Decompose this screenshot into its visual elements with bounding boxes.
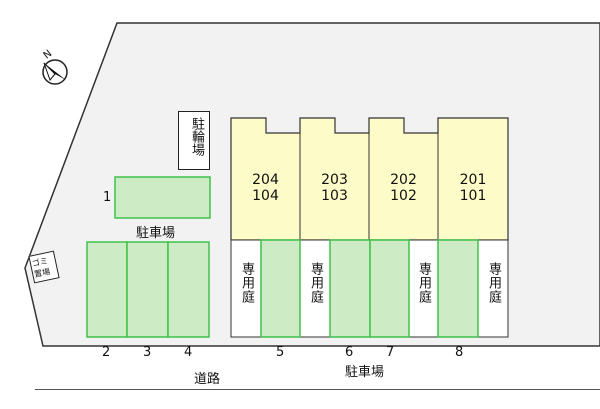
garbage-area-label: ゴミ置場 [31,256,51,280]
parking-space-1 [114,176,211,219]
parking-space-8 [437,239,479,338]
parking-space-6 [329,239,371,338]
parking-upper-label: 駐車場 [136,226,176,241]
parking-number-4: 4 [184,345,193,360]
garden-204 [230,239,262,338]
parking-number-2: 2 [102,345,111,360]
unit-203-103: 203 103 [300,172,369,204]
unit-204-104: 204 104 [231,172,300,204]
parking-space-2 [86,241,128,338]
unit-upper-number: 201 [459,172,487,188]
unit-upper-number: 204 [252,172,279,188]
parking-lower-label: 駐車場 [345,365,385,380]
garden-label-201: 専用庭 [486,262,501,304]
unit-lower-number: 102 [390,188,417,204]
garbage-area: ゴミ置場 [28,250,60,284]
parking-number-6: 6 [345,345,354,360]
parking-number-7: 7 [386,345,395,360]
road-edge-line [35,389,600,390]
parking-number-1: 1 [103,190,112,205]
parking-space-3 [126,241,169,338]
parking-space-7 [369,239,410,338]
north-arrow-icon: N [42,48,68,85]
unit-202-102: 202 102 [369,172,438,204]
parking-number-8: 8 [455,345,464,360]
north-symbol: N [42,48,55,61]
unit-lower-number: 104 [252,188,279,204]
parking-space-5 [260,239,301,338]
unit-201-101: 201 101 [438,172,508,204]
unit-upper-number: 202 [390,172,417,188]
bicycle-parking: 駐輪場 [178,111,210,170]
parking-number-3: 3 [143,345,152,360]
garden-label-204: 専用庭 [239,262,254,304]
unit-upper-number: 203 [321,172,348,188]
garden-label-203: 専用庭 [308,262,323,304]
parking-space-4 [167,241,210,338]
parking-number-5: 5 [276,345,285,360]
road-label: 道路 [194,372,221,387]
unit-lower-number: 103 [321,188,348,204]
garden-label-202: 専用庭 [416,262,431,304]
unit-lower-number: 101 [459,188,487,204]
bicycle-parking-label: 駐輪場 [189,117,204,156]
